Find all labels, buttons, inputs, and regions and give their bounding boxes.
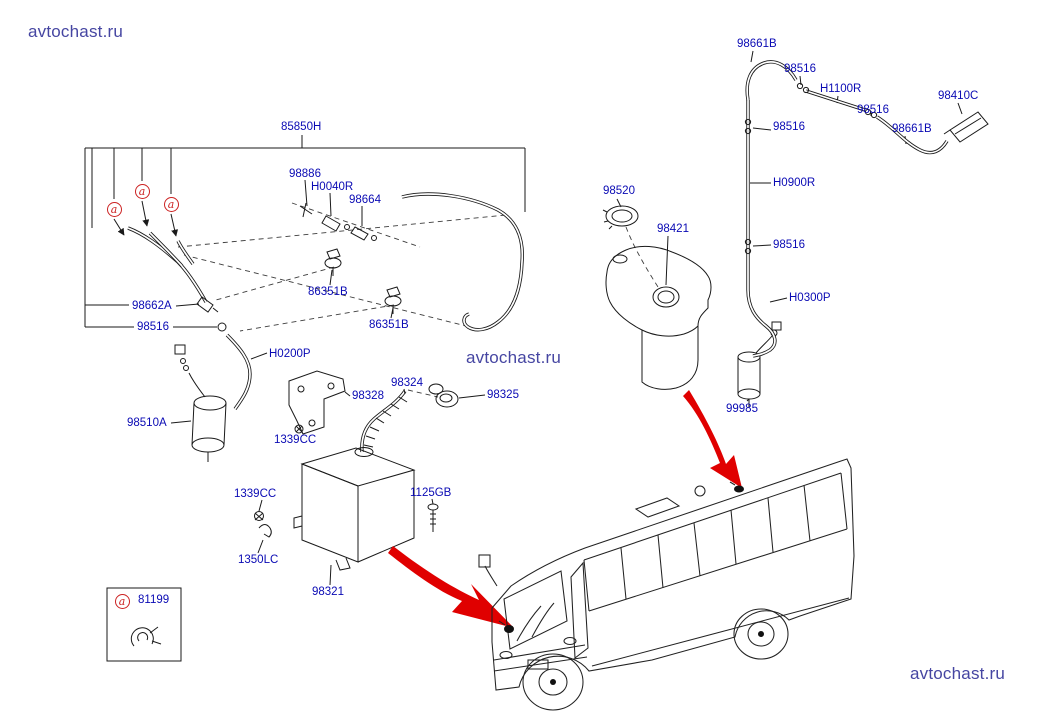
filler-tube-and-cap-drawing <box>360 383 459 454</box>
rear-nozzle-drawing <box>943 111 989 143</box>
bus-drawing <box>478 458 855 711</box>
rear-washer-pump-drawing <box>737 321 782 408</box>
hose-connectors-drawing <box>299 202 377 241</box>
red-arrow-rear <box>683 390 742 488</box>
hose-fitting-and-clamp-drawing <box>196 296 227 332</box>
washer-tank-drawing <box>293 447 416 571</box>
projection-dashed-lines <box>177 202 659 398</box>
reservoir-cap-drawing <box>602 205 639 230</box>
red-arrow-front <box>388 546 514 628</box>
mounting-bracket-drawing <box>288 370 346 435</box>
rear-hose-assembly-drawing <box>744 60 949 358</box>
leader-lines <box>170 50 963 586</box>
front-washer-pump-drawing <box>174 344 227 462</box>
rear-reservoir-drawing <box>605 245 712 390</box>
washer-nozzle-1-drawing <box>324 248 342 276</box>
washer-hose-assembly-drawing <box>126 226 208 304</box>
fasteners-drawing <box>254 503 439 538</box>
front-assembly-bracket <box>84 147 526 328</box>
hose-h0200p-drawing <box>225 333 252 411</box>
windshield-hose-drawing <box>400 192 524 332</box>
legend-box <box>106 587 182 662</box>
